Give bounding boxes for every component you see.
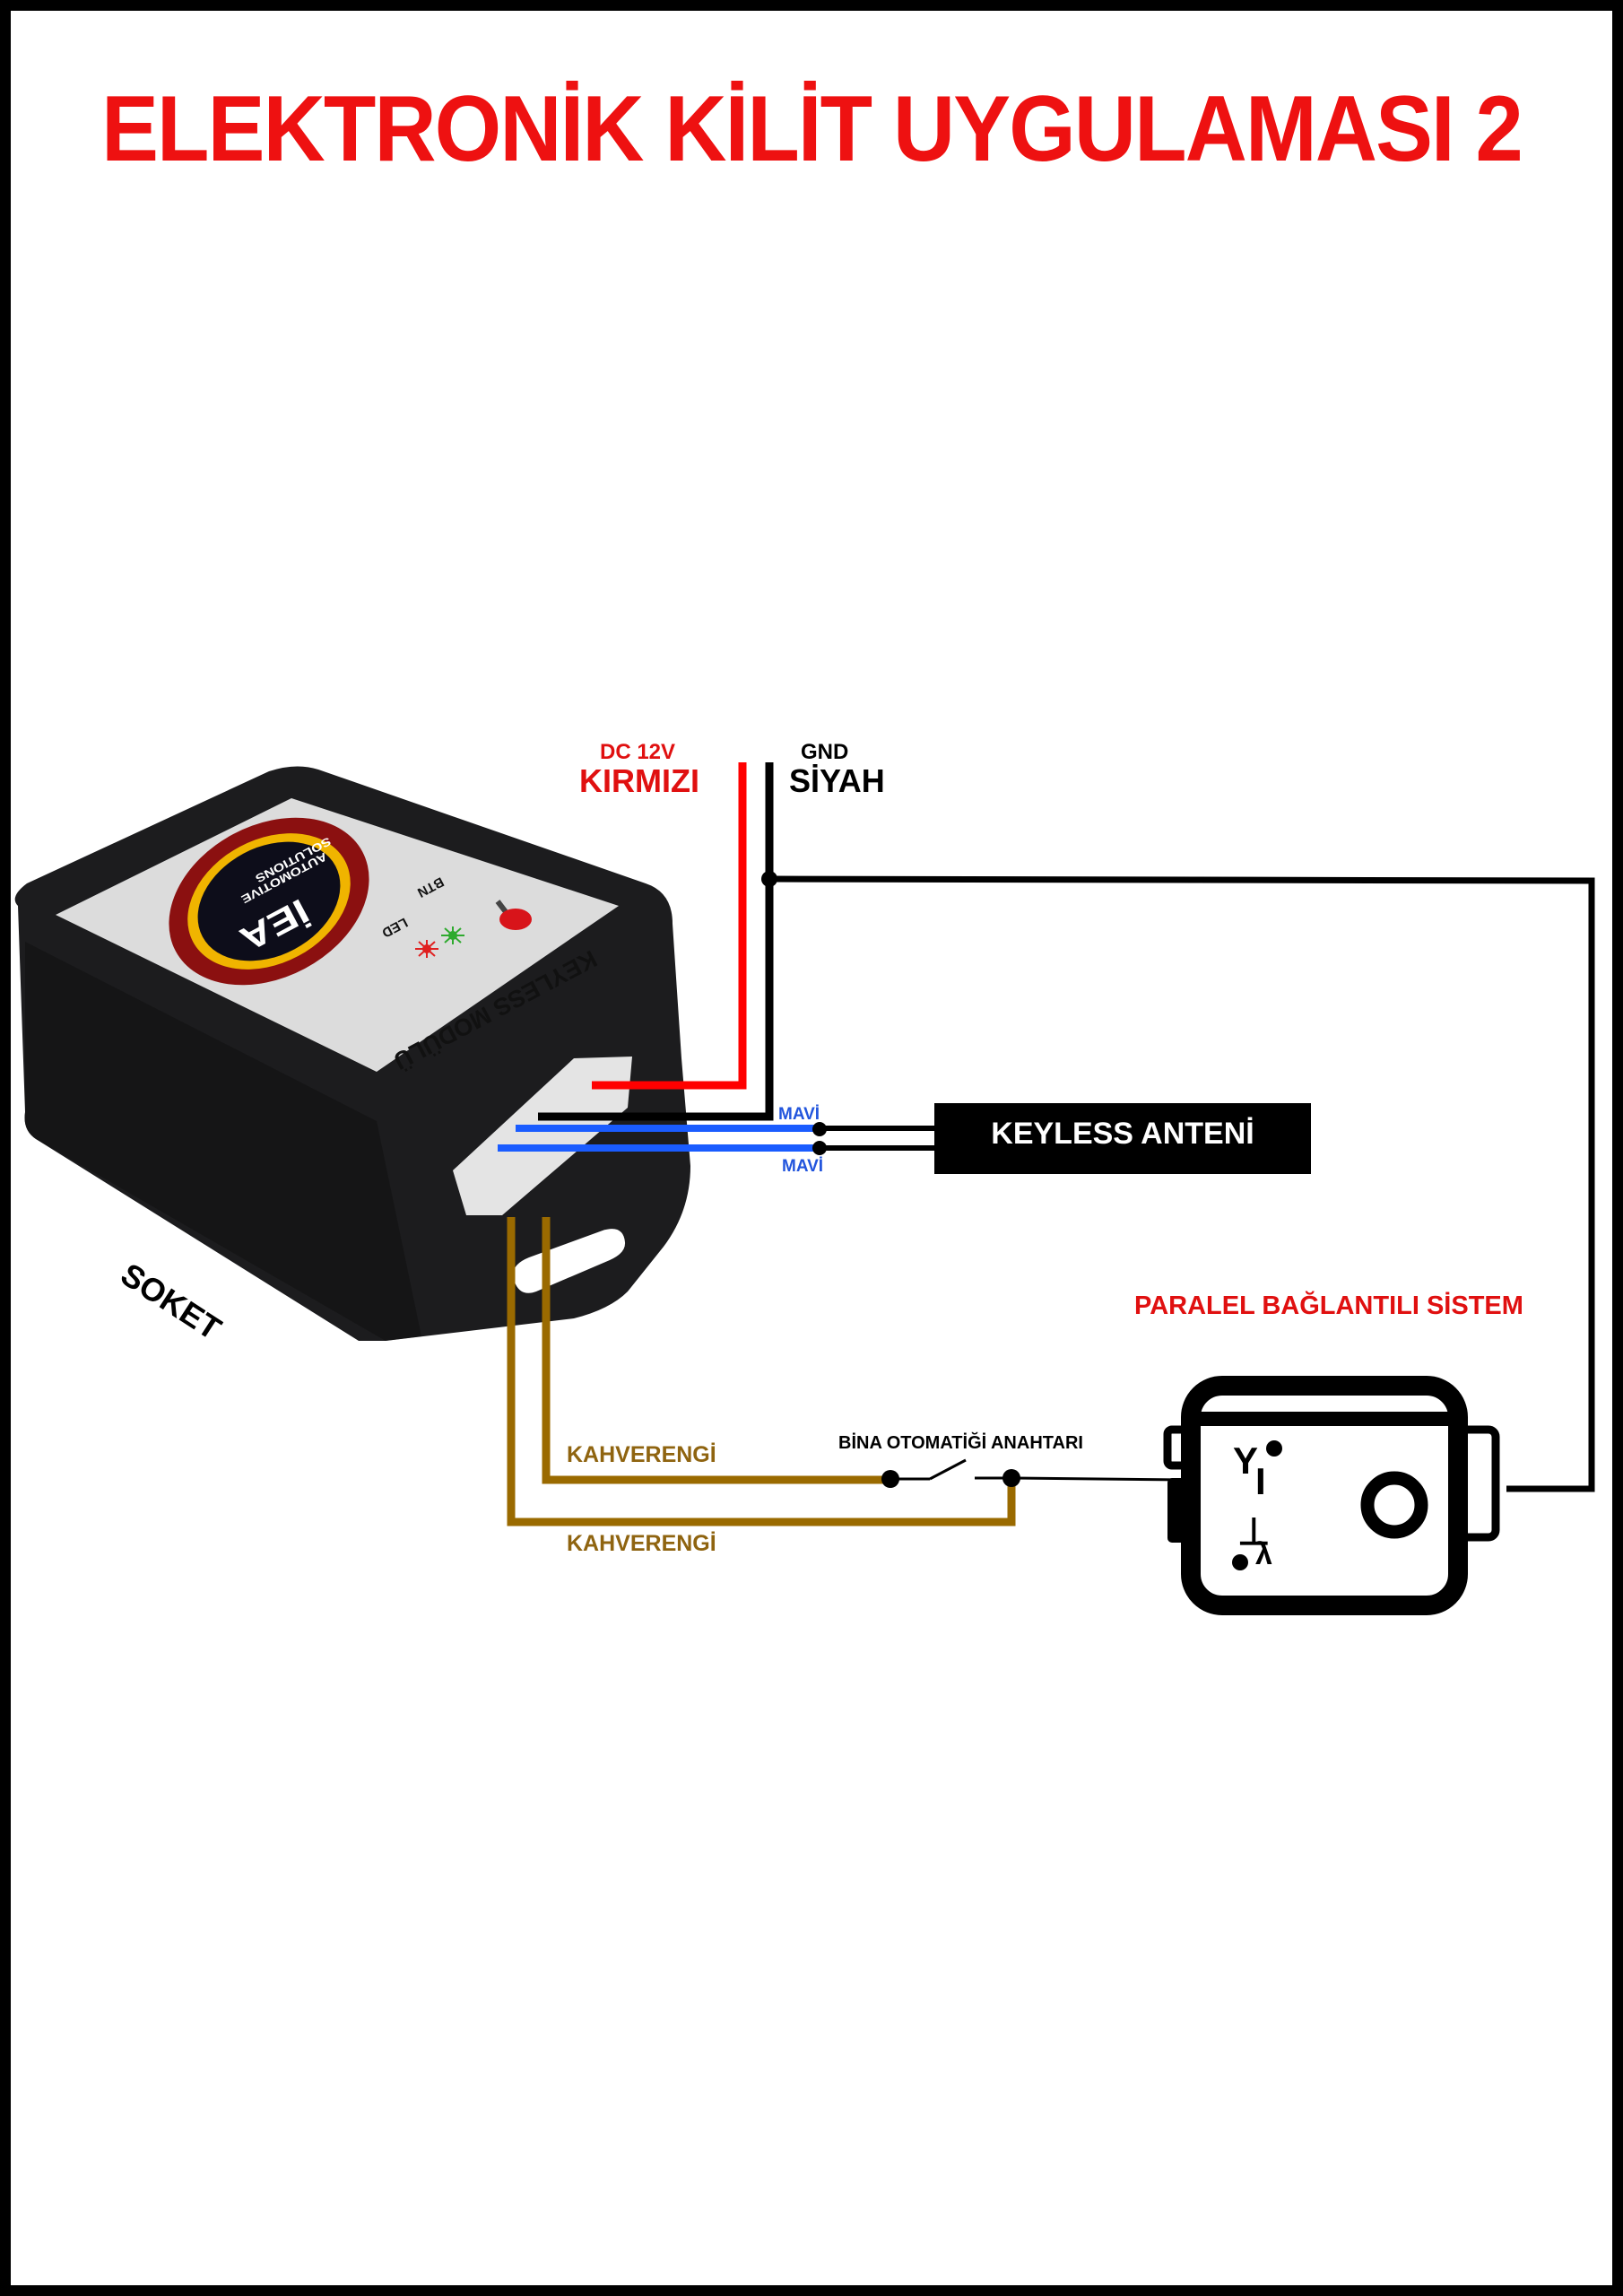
brown-wire-label-1: KAHVERENGİ — [567, 1442, 716, 1467]
switch-to-lock-wire — [1011, 1476, 1186, 1482]
building-switch-icon[interactable] — [881, 1458, 1020, 1488]
keyless-antenna-label: KEYLESS ANTENİ — [991, 1117, 1254, 1151]
parallel-system-note: PARALEL BAĞLANTILI SİSTEM — [1134, 1292, 1523, 1320]
red-wire-label: KIRMIZI — [579, 762, 699, 799]
brown-wire-inner — [542, 1217, 890, 1484]
brown-wire-outer — [507, 1217, 1016, 1526]
antenna-junction-top — [812, 1122, 827, 1136]
brand-logo — [169, 817, 369, 986]
module-button-icon[interactable] — [495, 900, 532, 930]
page-title: ELEKTRONİK KİLİT UYGULAMASI 2 — [101, 77, 1523, 181]
module-front-face — [24, 942, 421, 1341]
electronic-lock-icon: Y I ⊥ λ — [1163, 1376, 1500, 1615]
blue-wire-top-label: MAVİ — [778, 1105, 820, 1124]
black-gnd-branch-to-lock — [768, 875, 1595, 1492]
svg-text:λ: λ — [1255, 1537, 1272, 1571]
keyless-antenna-box — [934, 1103, 1311, 1174]
building-switch-label: BİNA OTOMATİĞİ ANAHTARI — [838, 1433, 1083, 1453]
red-power-wire — [592, 762, 747, 1090]
svg-text:I: I — [1255, 1460, 1266, 1502]
red-led-icon — [415, 940, 438, 958]
svg-text:⊥: ⊥ — [1237, 1510, 1271, 1552]
blue-wire-bottom-label: MAVİ — [782, 1157, 824, 1176]
dc-12v-label: DC 12V — [600, 740, 676, 764]
module-connector — [453, 1057, 632, 1215]
mounting-slot — [513, 1229, 626, 1293]
gnd-label: GND — [801, 740, 849, 764]
black-wire-label: SİYAH — [789, 762, 885, 799]
svg-text:Y: Y — [1233, 1439, 1258, 1482]
gnd-junction-dot — [761, 871, 777, 887]
keyless-module: İEA AUTOMOTIVE SOLUTIONS BTN LED KEYLESS… — [14, 766, 690, 1341]
antenna-junction-bottom — [812, 1141, 827, 1155]
green-led-icon — [441, 926, 464, 944]
brown-wire-label-2: KAHVERENGİ — [567, 1531, 716, 1556]
